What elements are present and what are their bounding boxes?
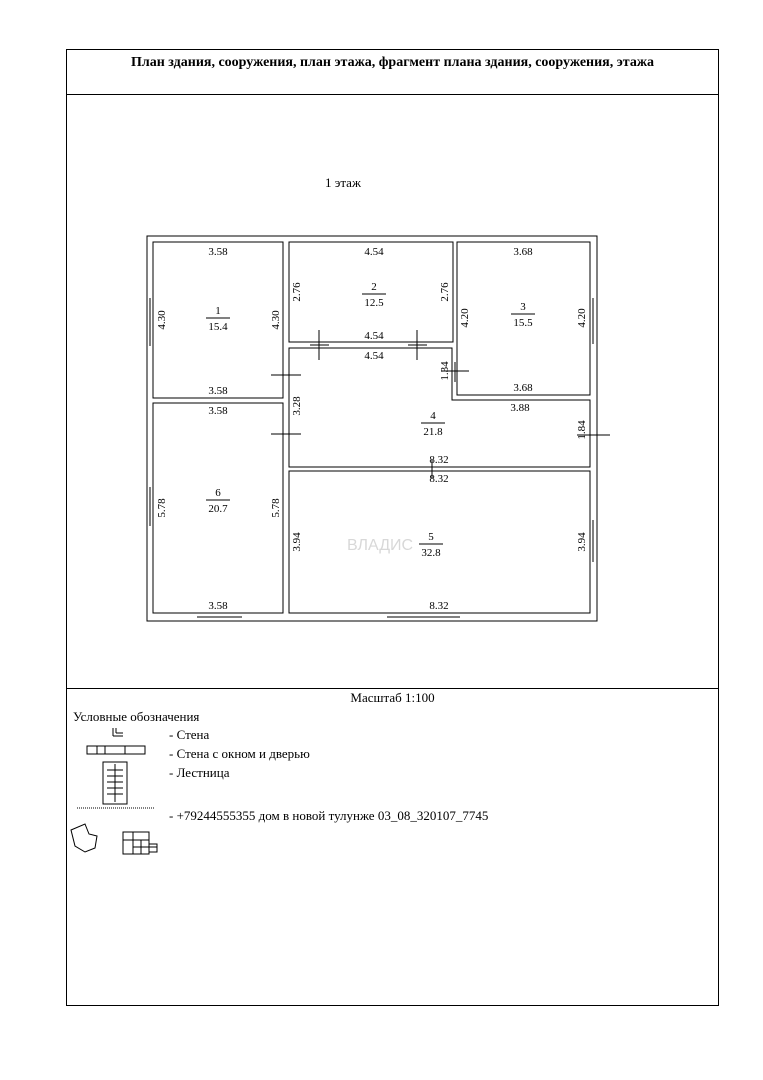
legend-wall-text: - Стена [169,727,210,742]
windows [146,298,598,622]
room-4-dim-left: 3.28 [291,396,303,416]
room-5-dim-left: 3.94 [291,532,303,552]
room-3-dim-top: 3.68 [513,246,533,258]
plan-sheet: План здания, сооружения, план этажа, фра… [66,49,719,1006]
room-1-dim-left: 4.30 [156,310,168,330]
room-6-number: 6 [215,487,221,499]
sheet-title: План здания, сооружения, план этажа, фра… [131,55,654,70]
room-2-dim-right: 2.76 [439,282,451,302]
room-4-dim-top: 4.54 [364,350,384,362]
room-5-outline [288,470,591,614]
room-2-dim-bottom: 4.54 [364,330,384,342]
plan-thumbnail-icon [122,831,158,855]
legend-symbols [70,728,158,855]
room-6-dim-top: 3.58 [208,405,228,417]
watermark: ВЛАДИС [347,537,413,554]
room-labels: 1 15.4 2 12.5 3 15.5 4 21.8 5 32.8 6 20.… [206,281,535,559]
room-2-outline [288,241,454,343]
room-4-dim-right: 1.84 [576,420,588,440]
room-1-dim-top: 3.58 [208,246,228,258]
room-4-area: 21.8 [423,426,443,438]
header-divider [67,94,718,95]
room-3-number: 3 [520,301,526,313]
room-2-area: 12.5 [364,297,384,309]
door-marks [271,330,610,478]
site-outline-icon [70,823,98,853]
room-3-dim-bottom: 3.68 [513,382,533,394]
room-4-dim-right-top: 3.88 [510,402,530,414]
room-6-dim-right: 5.78 [270,498,282,518]
room-3-area: 15.5 [513,317,533,329]
room-5-area: 32.8 [421,547,441,559]
room-2-number: 2 [371,281,377,293]
room-5-dim-top: 8.32 [429,473,448,485]
legend-stairs-text: - Лестница [169,765,230,780]
legend-note-text: - +79244555355 дом в новой тулунже 03_08… [169,808,489,823]
dimension-labels: 3.58 3.58 4.54 4.54 3.68 3.68 4.54 3.88 … [156,246,588,612]
room-4-number: 4 [430,410,436,422]
room-1-dim-bottom: 3.58 [208,385,228,397]
room-4-outline [288,347,591,468]
window-door-legend-icon [86,745,146,755]
legend-title: Условные обозначения [73,709,200,724]
room-3-dim-left: 4.20 [459,308,471,328]
room-5-number: 5 [428,531,434,543]
stairs-legend-icon [77,761,155,809]
room-1-number: 1 [215,305,221,317]
room-5-dim-bottom: 8.32 [429,600,448,612]
floor-label: 1 этаж [325,175,361,190]
floor-plan: 1 15.4 2 12.5 3 15.5 4 21.8 5 32.8 6 20.… [146,235,610,622]
room-6-dim-bottom: 3.58 [208,600,228,612]
room-5-dim-right: 3.94 [576,532,588,552]
room-1-dim-right: 4.30 [270,310,282,330]
room-2-dim-left: 2.76 [291,282,303,302]
room-1-outline [152,241,284,399]
wall-legend-icon [112,728,123,737]
room-1-area: 15.4 [208,321,228,333]
room-2-dim-top: 4.54 [364,246,384,258]
room-3-dim-right: 4.20 [576,308,588,328]
footer-divider [67,688,718,689]
legend-window-door-text: - Стена с окном и дверью [169,746,310,761]
room-4-dim-bottom: 8.32 [429,454,448,466]
room-6-dim-left: 5.78 [156,498,168,518]
room-6-area: 20.7 [208,503,228,515]
room-4-dim-notch: 1.34 [439,361,451,381]
scale-label: Масштаб 1:100 [350,690,435,705]
